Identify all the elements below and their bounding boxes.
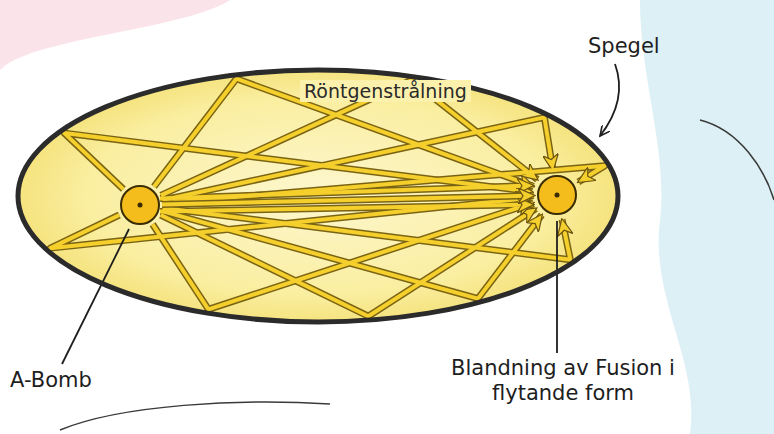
a-bomb-circle-outline bbox=[119, 184, 161, 226]
pink-wash bbox=[0, 0, 230, 70]
node-label: Spegel bbox=[588, 34, 660, 59]
mirror-outline bbox=[18, 70, 618, 322]
beam-label: Röntgenstrålning bbox=[300, 80, 471, 102]
sketch-stroke bbox=[60, 402, 330, 430]
x-ray-beams bbox=[50, 79, 604, 317]
x-ray-beam bbox=[162, 211, 542, 299]
mirror-ellipse-outline bbox=[16, 68, 620, 324]
mirror-interior bbox=[16, 68, 620, 324]
leader-line bbox=[600, 64, 619, 136]
fusion-fuel-circle: Blandning av Fusion i flytande form bbox=[536, 174, 578, 216]
x-ray-beam bbox=[162, 211, 542, 299]
mirror-ellipse: SpegelA-BombBlandning av Fusion i flytan… bbox=[16, 68, 620, 324]
beam-outline bbox=[162, 196, 534, 205]
x-ray-beam bbox=[162, 196, 534, 205]
sphere-dot bbox=[138, 203, 143, 208]
beam-fill bbox=[162, 196, 534, 205]
leader-line bbox=[556, 221, 558, 353]
sphere-dot bbox=[555, 193, 560, 198]
sketch-stroke bbox=[700, 120, 774, 200]
a-bomb-circle: A-Bomb bbox=[119, 184, 161, 226]
sphere bbox=[538, 176, 576, 214]
leader-line bbox=[62, 229, 129, 364]
node-label: A-Bomb bbox=[10, 368, 92, 393]
node-label: Blandning av Fusion i flytande form bbox=[418, 356, 708, 406]
fusion-fuel-circle-outline bbox=[536, 174, 578, 216]
sphere bbox=[121, 186, 159, 224]
